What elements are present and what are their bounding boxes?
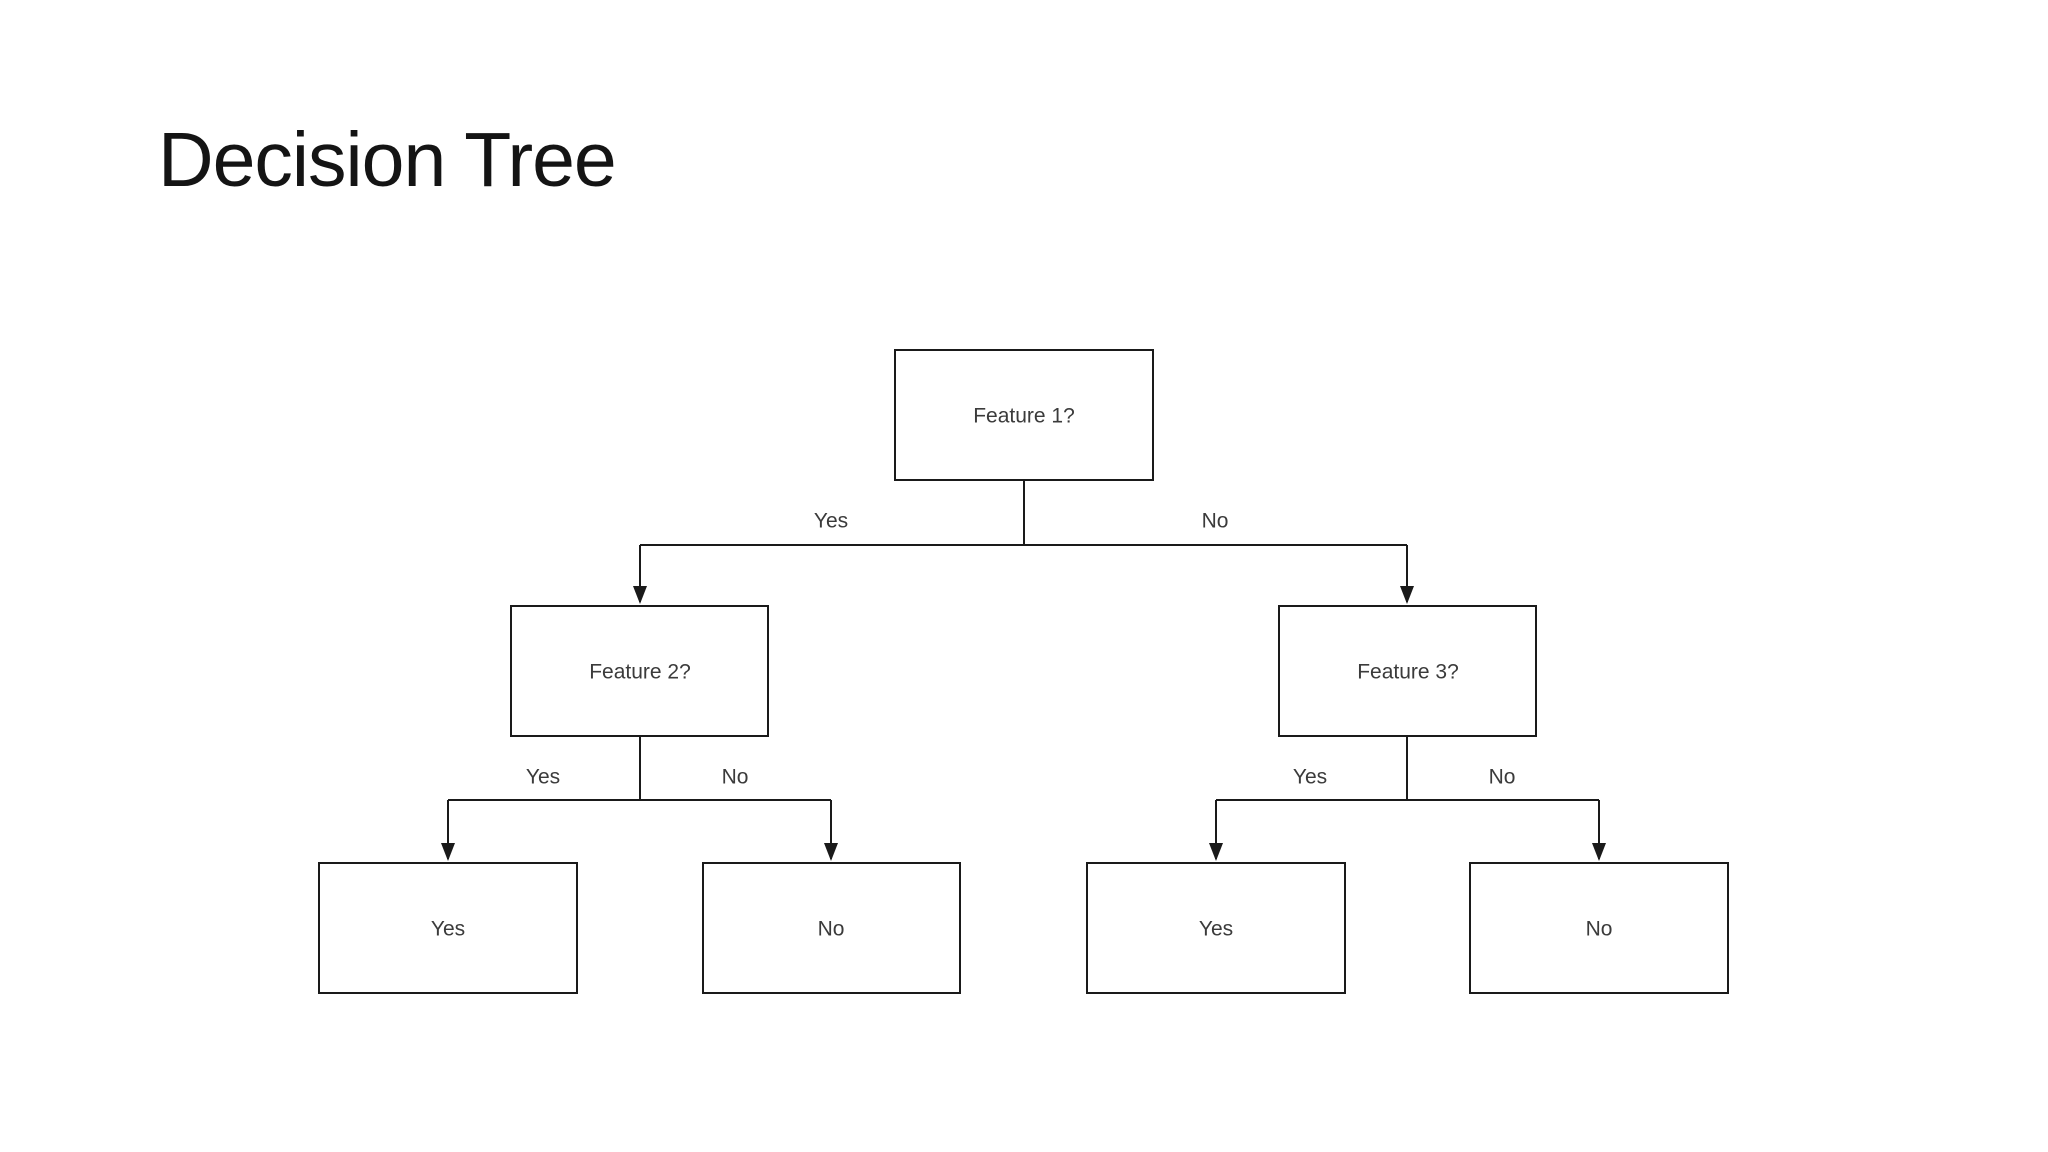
node-leaf-right-no-box	[1469, 862, 1729, 994]
node-leaf-left-no-label: No	[818, 918, 845, 941]
edge-label-root-no: No	[1202, 510, 1229, 533]
edge-label-right-yes: Yes	[1293, 766, 1327, 789]
node-leaf-left-yes-label: Yes	[431, 918, 465, 941]
node-feature-3-box	[1278, 605, 1537, 737]
node-leaf-left-yes: Yes	[318, 862, 578, 994]
node-feature-1: Feature 1?	[894, 349, 1154, 481]
node-leaf-left-yes-box	[318, 862, 578, 994]
node-leaf-right-no: No	[1469, 862, 1729, 994]
edge-labels: Yes No Yes No Yes No	[526, 510, 1516, 789]
node-feature-3: Feature 3?	[1278, 605, 1537, 737]
edge-label-left-yes: Yes	[526, 766, 560, 789]
tree-nodes: Feature 1? Feature 2? Feature 3? Yes No	[318, 349, 1729, 994]
node-leaf-left-no: No	[702, 862, 961, 994]
edge-label-root-yes: Yes	[814, 510, 848, 533]
node-feature-1-label: Feature 1?	[973, 405, 1075, 428]
node-feature-3-label: Feature 3?	[1357, 661, 1459, 684]
edge-label-left-no: No	[722, 766, 749, 789]
node-feature-1-box	[894, 349, 1154, 481]
node-feature-2-label: Feature 2?	[589, 661, 691, 684]
node-leaf-right-yes-label: Yes	[1199, 918, 1233, 941]
node-leaf-right-yes: Yes	[1086, 862, 1346, 994]
edge-label-right-no: No	[1489, 766, 1516, 789]
slide-title: Decision Tree	[158, 117, 617, 203]
node-leaf-left-no-box	[702, 862, 961, 994]
tree-connectors	[441, 480, 1606, 861]
node-leaf-right-no-label: No	[1586, 918, 1613, 941]
node-leaf-right-yes-box	[1086, 862, 1346, 994]
node-feature-2: Feature 2?	[510, 605, 769, 737]
node-feature-2-box	[510, 605, 769, 737]
